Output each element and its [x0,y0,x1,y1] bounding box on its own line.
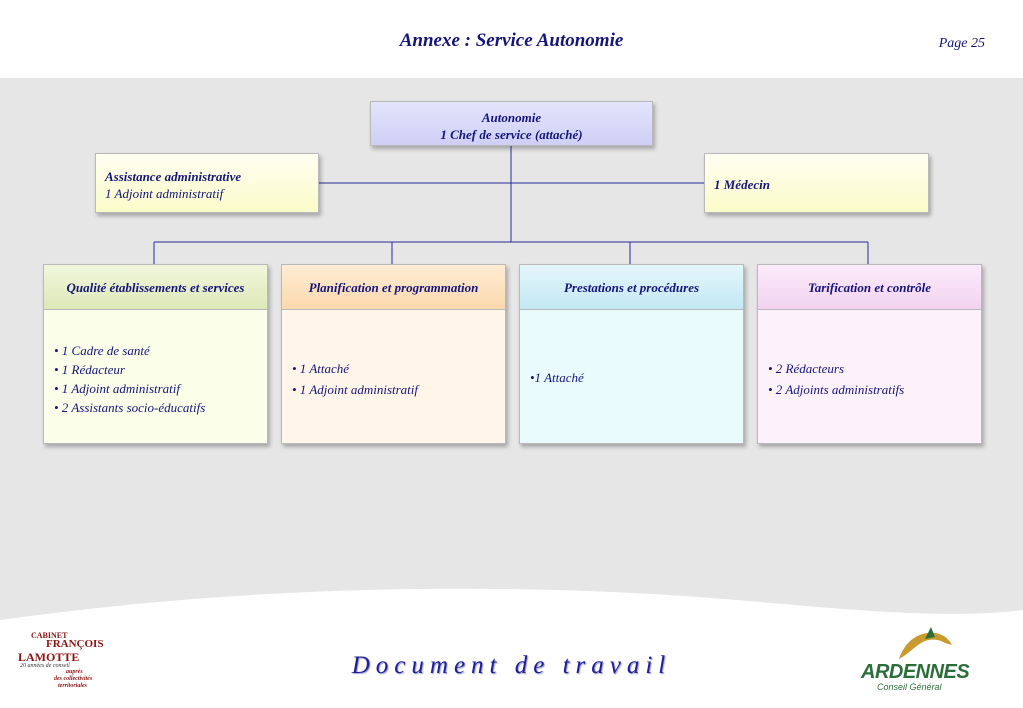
department-box-planification: Planification et programmation • 1 Attac… [281,264,506,444]
boar-emblem-icon [899,627,952,659]
staff-item: • 2 Adjoints administratifs [768,382,905,397]
logo-name: ARDENNES [861,661,970,683]
medecin-box: 1 Médecin [704,153,929,213]
assistance-box: Assistance administrative 1 Adjoint admi… [95,153,319,213]
org-top-box: Autonomie 1 Chef de service (attaché) [370,101,653,146]
department-title: Prestations et procédures [520,265,743,310]
assistance-subtitle: 1 Adjoint administratif [105,186,224,201]
cabinet-line: LAMOTTE [18,650,80,664]
assistance-title: Assistance administrative [105,169,242,184]
department-staff-list: •1 Attaché [520,310,743,387]
wave-decoration [0,588,1023,640]
department-staff-list: • 1 Attaché • 1 Adjoint administratif [282,310,505,400]
department-staff-list: • 1 Cadre de santé • 1 Rédacteur • 1 Adj… [44,310,267,417]
department-box-tarification: Tarification et contrôle • 2 Rédacteurs … [757,264,982,444]
org-top-title: Autonomie [481,110,542,125]
staff-item: • 1 Attaché [292,361,350,376]
cabinet-line: des collectivités [54,676,93,682]
cabinet-line: 20 années de conseil [20,663,70,669]
cabinet-line: territoriales [58,683,88,689]
org-top-subtitle: 1 Chef de service (attaché) [440,127,583,142]
department-box-prestations: Prestations et procédures •1 Attaché [519,264,744,444]
staff-item: •1 Attaché [530,370,584,385]
document-label: Document de travail [351,652,672,679]
staff-item: • 1 Rédacteur [54,362,125,377]
staff-item: • 1 Cadre de santé [54,343,150,358]
ardennes-logo: ARDENNES Conseil Général [855,625,980,697]
page-title: Annexe : Service Autonomie [399,30,624,51]
department-title: Planification et programmation [282,265,505,310]
cabinet-line: auprès [66,669,83,675]
department-staff-list: • 2 Rédacteurs • 2 Adjoints administrati… [758,310,981,400]
staff-item: • 2 Assistants socio-éducatifs [54,400,206,415]
staff-item: • 1 Adjoint administratif [292,382,419,397]
department-title: Qualité établissements et services [44,265,267,310]
staff-item: • 2 Rédacteurs [768,361,845,376]
page-number: Page 25 [938,36,985,51]
logo-subtitle: Conseil Général [877,682,942,692]
cabinet-lamotte-logo: CABINET FRANÇOIS LAMOTTE 20 années de co… [18,631,128,697]
staff-item: • 1 Adjoint administratif [54,381,181,396]
cabinet-line: FRANÇOIS [46,638,104,650]
department-title: Tarification et contrôle [758,265,981,310]
medecin-title: 1 Médecin [714,177,770,192]
department-box-qualite: Qualité établissements et services • 1 C… [43,264,268,444]
cabinet-line: CABINET [31,631,68,640]
